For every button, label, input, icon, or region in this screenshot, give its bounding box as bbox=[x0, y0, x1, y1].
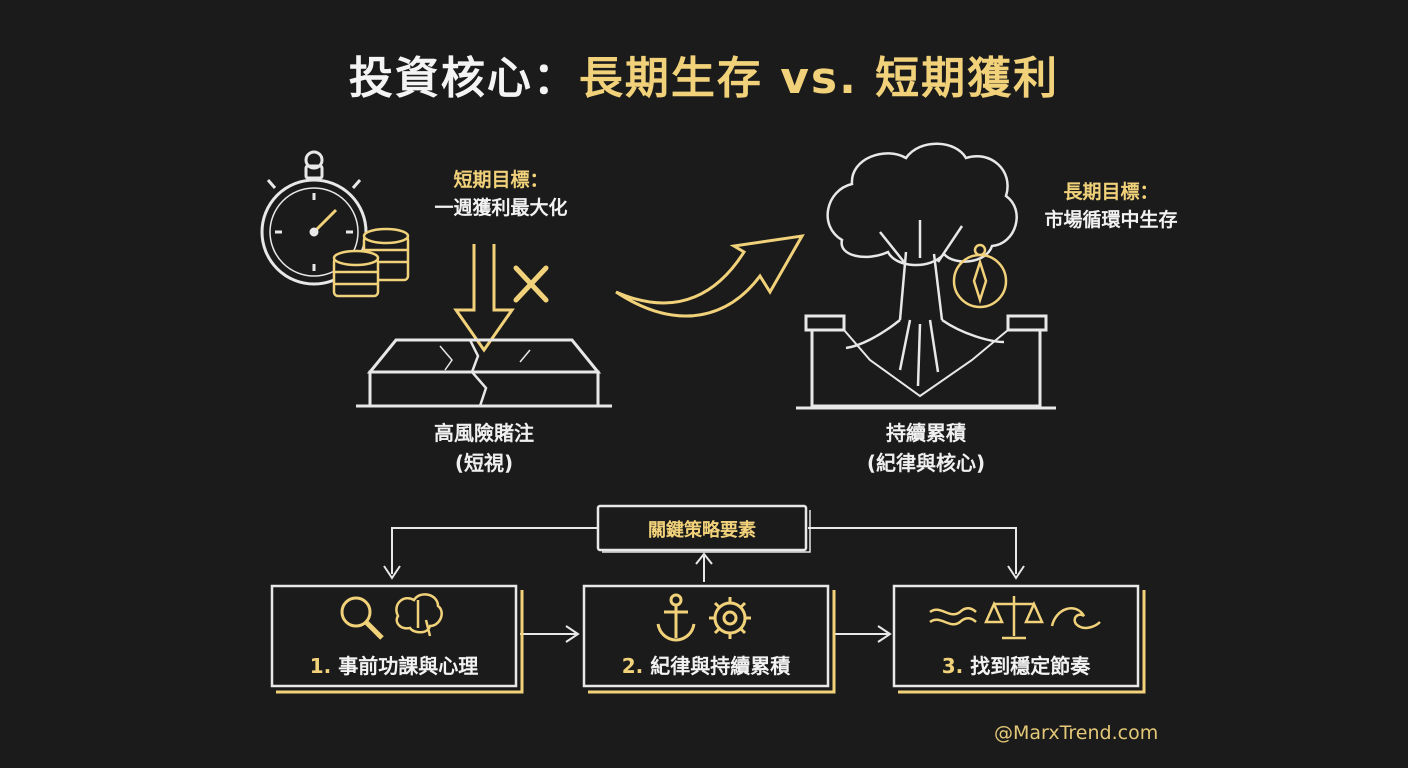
page-title: 投資核心：長期生存 vs. 短期獲利 bbox=[0, 42, 1408, 106]
ground-pit-icon bbox=[796, 314, 1056, 410]
step-3-text: 找到穩定節奏 bbox=[970, 654, 1091, 678]
right-caption-line1: 持續累積 bbox=[886, 421, 966, 445]
long-goal: 長期目標： 市場循環中生存 bbox=[1006, 178, 1216, 234]
right-caption-line2: (紀律與核心) bbox=[866, 451, 986, 475]
compass-icon bbox=[952, 243, 1008, 309]
step-3-label: 3. 找到穩定節奏 bbox=[894, 650, 1138, 679]
step-2-num: 2. bbox=[621, 654, 644, 678]
step-1-label: 1. 事前功課與心理 bbox=[272, 650, 516, 679]
scale-icon bbox=[984, 596, 1044, 640]
wave-icon bbox=[929, 607, 977, 626]
left-caption-line2: (短視) bbox=[454, 451, 514, 475]
step-2-text: 紀律與持續累積 bbox=[650, 654, 791, 678]
cracked-ground-icon bbox=[356, 338, 612, 408]
left-caption: 高風險賭注 (短視) bbox=[384, 418, 584, 478]
gear-icon bbox=[709, 597, 751, 639]
step-box-frames bbox=[270, 584, 1146, 694]
magnifier-icon bbox=[340, 596, 384, 640]
key-box-frame bbox=[596, 504, 811, 553]
step-1-num: 1. bbox=[309, 654, 332, 678]
brain-icon bbox=[395, 593, 443, 637]
short-goal: 短期目標： 一週獲利最大化 bbox=[396, 166, 606, 222]
key-box-label: 關鍵策略要素 bbox=[648, 520, 756, 541]
step-1-text: 事前功課與心理 bbox=[338, 654, 479, 678]
wave-icon bbox=[1050, 607, 1101, 630]
step-3-num: 3. bbox=[941, 654, 964, 678]
coins-icon bbox=[332, 227, 410, 298]
connector-lines bbox=[383, 527, 1025, 643]
x-mark-icon bbox=[513, 265, 549, 303]
left-caption-line1: 高風險賭注 bbox=[434, 421, 534, 445]
right-caption: 持續累積 (紀律與核心) bbox=[826, 418, 1026, 478]
short-goal-label: 短期目標： bbox=[453, 169, 549, 191]
tree-icon bbox=[826, 142, 1018, 387]
title-main: 投資核心： bbox=[348, 53, 579, 104]
step-2-label: 2. 紀律與持續累積 bbox=[584, 650, 828, 679]
credit-link[interactable]: @MarxTrend.com bbox=[994, 722, 1159, 744]
long-goal-text: 市場循環中生存 bbox=[1044, 209, 1178, 231]
long-goal-label: 長期目標： bbox=[1063, 181, 1159, 203]
title-highlight: 長期生存 vs. 短期獲利 bbox=[578, 53, 1060, 104]
down-arrow-icon bbox=[453, 244, 515, 353]
curved-arrow-icon bbox=[615, 234, 805, 318]
short-goal-text: 一週獲利最大化 bbox=[434, 197, 568, 219]
anchor-icon bbox=[656, 593, 696, 642]
